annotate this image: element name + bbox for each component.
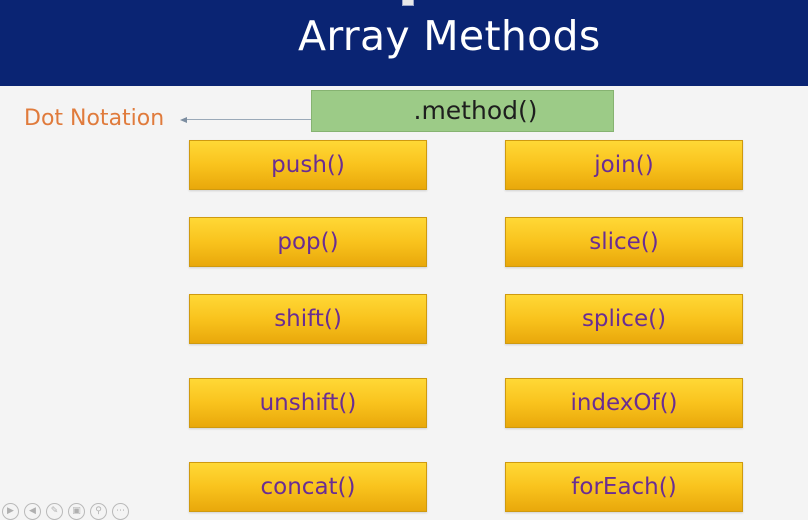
zoom-icon[interactable]: ⚲ xyxy=(90,503,107,520)
more-icon[interactable]: ⋯ xyxy=(112,503,129,520)
method-syntax-box: .method() xyxy=(311,90,614,132)
arrow-line xyxy=(186,119,380,120)
method-box-indexof: indexOf() xyxy=(505,378,743,428)
slide-title: Array Methods xyxy=(298,12,601,60)
method-box-splice: splice() xyxy=(505,294,743,344)
method-box-foreach: forEach() xyxy=(505,462,743,512)
method-box-concat: concat() xyxy=(189,462,427,512)
method-box-pop: pop() xyxy=(189,217,427,267)
method-box-push: push() xyxy=(189,140,427,190)
method-box-shift: shift() xyxy=(189,294,427,344)
method-box-unshift: unshift() xyxy=(189,378,427,428)
slides-icon[interactable]: ▣ xyxy=(68,503,85,520)
arrow-left-icon[interactable]: ◀ xyxy=(24,503,41,520)
slideshow-controls: ▶ ◀ ✎ ▣ ⚲ ⋯ xyxy=(2,503,129,520)
method-box-join: join() xyxy=(505,140,743,190)
arrow-left-icon xyxy=(180,117,187,123)
pointer-arrow xyxy=(180,117,380,123)
slide-header: Array Methods xyxy=(0,0,808,86)
method-box-slice: slice() xyxy=(505,217,743,267)
pen-icon[interactable]: ✎ xyxy=(46,503,63,520)
play-icon[interactable]: ▶ xyxy=(2,503,19,520)
slide-top-marker xyxy=(402,0,414,6)
dot-notation-label: Dot Notation xyxy=(24,106,165,131)
